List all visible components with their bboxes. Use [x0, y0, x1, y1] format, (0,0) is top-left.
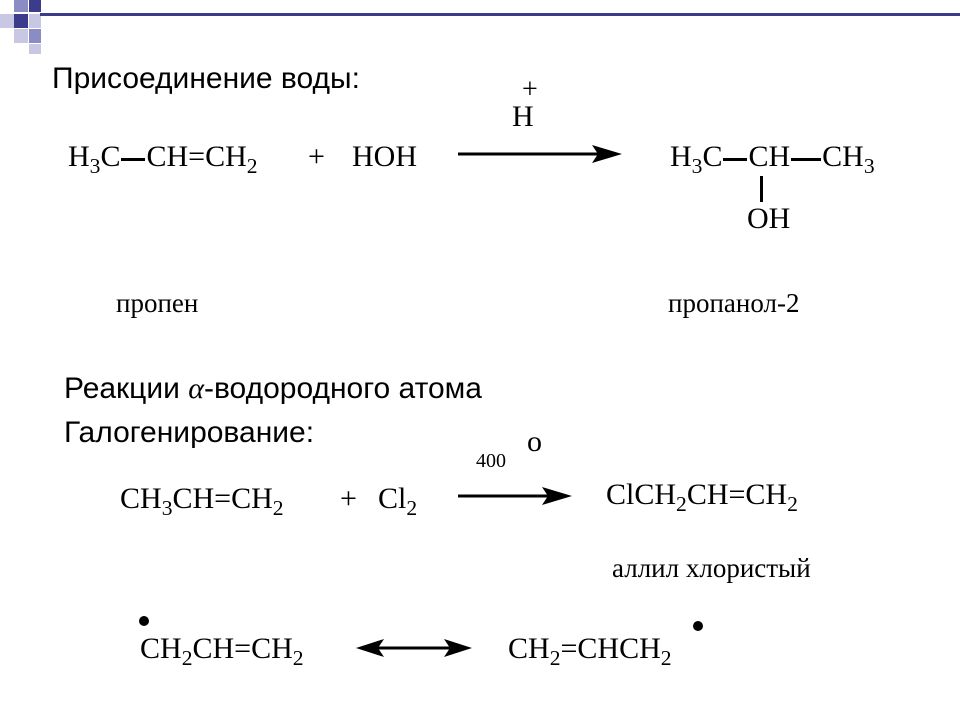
single-bond: [121, 157, 146, 161]
deco-square: [29, 44, 41, 54]
reactant-name: пропен: [116, 288, 199, 318]
condition-temperature: 400: [476, 450, 506, 472]
radical-dot: [139, 616, 149, 626]
reactant-water-formula: HOH: [352, 140, 417, 173]
resonance-left-radical: CH2CH=CH2: [140, 632, 304, 670]
reactant-propene-formula-2: CH3CH=CH2: [120, 482, 284, 520]
resonance-right-radical: CH2=CHCH2: [508, 632, 672, 670]
plus-sign: +: [340, 482, 357, 515]
single-bond: [791, 157, 822, 161]
reaction-arrow: [458, 487, 572, 505]
section-title-alpha-hydrogen: Реакции α-водородного атома: [64, 372, 482, 405]
deco-square: [14, 29, 28, 43]
deco-square: [29, 29, 41, 43]
deco-square: [14, 14, 28, 28]
header-bar: [40, 13, 960, 16]
product-hydroxyl-group: OH: [747, 202, 791, 235]
plus-sign: +: [308, 140, 325, 173]
product-allyl-chloride-formula: ClCH2CH=CH2: [606, 478, 798, 516]
condition-degree-symbol: o: [527, 425, 542, 458]
deco-square: [29, 0, 41, 12]
deco-square: [14, 0, 28, 12]
product-name-allyl-chloride: аллил хлористый: [612, 553, 811, 583]
resonance-double-arrow: [356, 639, 472, 657]
vertical-bond: [760, 176, 763, 202]
catalyst-hydrogen-ion: H: [512, 100, 534, 133]
reactant-chlorine-formula: Cl2: [378, 482, 418, 520]
alpha-symbol: α: [188, 372, 204, 405]
deco-square: [0, 14, 14, 28]
deco-square: [29, 14, 41, 28]
product-name: пропанол-2: [668, 288, 800, 318]
section-title-halogenation: Галогенирование:: [64, 416, 315, 449]
section-title-water-addition: Присоединение воды:: [52, 62, 360, 95]
single-bond: [723, 157, 748, 161]
catalyst-charge: +: [522, 74, 538, 105]
radical-dot: [693, 621, 703, 631]
reaction-arrow: [458, 145, 622, 163]
